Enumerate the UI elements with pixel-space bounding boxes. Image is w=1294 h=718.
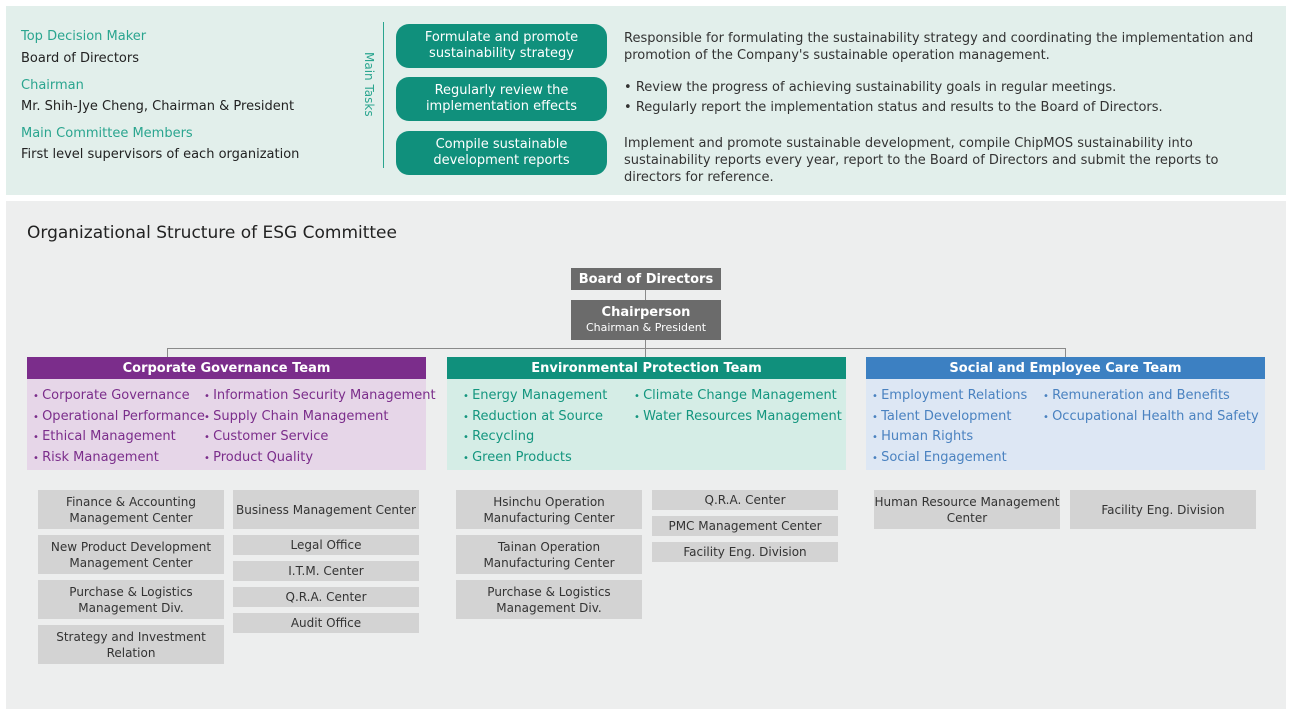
chairman-label: Chairman (21, 78, 84, 93)
chairperson-box: Chairperson Chairman & President (571, 300, 721, 340)
governance-team-header: Corporate Governance Team (27, 357, 426, 379)
unit-box: Finance & Accounting Management Center (38, 490, 224, 529)
environment-team-topics: Energy Management Reduction at Source Re… (447, 379, 846, 470)
task-pill-review: Regularly review the implementation effe… (396, 77, 607, 121)
connector-line (167, 348, 1065, 349)
unit-box: Legal Office (233, 535, 419, 555)
connector-line (645, 340, 646, 349)
topic-item: Recycling (463, 429, 534, 444)
connector-line (645, 290, 646, 300)
topic-item: Remuneration and Benefits (1043, 388, 1230, 403)
members-value: First level supervisors of each organiza… (21, 147, 300, 162)
topic-item: Energy Management (463, 388, 607, 403)
top-decision-maker-value: Board of Directors (21, 51, 139, 66)
task-desc-review: Review the progress of achieving sustain… (624, 79, 1264, 119)
unit-box: Q.R.A. Center (652, 490, 838, 510)
task-desc-report: Implement and promote sustainable develo… (624, 136, 1219, 185)
governance-team-topics: Corporate Governance Operational Perform… (27, 379, 436, 470)
connector-line (167, 348, 168, 357)
chairman-value: Mr. Shih-Jye Cheng, Chairman & President (21, 99, 295, 114)
unit-box: Q.R.A. Center (233, 587, 419, 607)
topic-item: Product Quality (204, 450, 313, 465)
task-desc-strategy: Responsible for formulating the sustaina… (624, 31, 1254, 63)
unit-box: PMC Management Center (652, 516, 838, 536)
topic-item: Water Resources Management (634, 409, 842, 424)
unit-box: Purchase & Logistics Management Div. (456, 580, 642, 619)
unit-box: Facility Eng. Division (652, 542, 838, 562)
unit-box: Hsinchu Operation Manufacturing Center (456, 490, 642, 529)
connector-line (1065, 348, 1066, 357)
topic-item: Human Rights (872, 429, 973, 444)
topic-item: Reduction at Source (463, 409, 603, 424)
social-team-header: Social and Employee Care Team (866, 357, 1265, 379)
task-bullet: Regularly report the implementation stat… (624, 99, 1264, 116)
topic-item: Information Security Management (204, 388, 436, 403)
unit-box: Purchase & Logistics Management Div. (38, 580, 224, 619)
topic-item: Employment Relations (872, 388, 1027, 403)
main-tasks-label: Main Tasks (362, 52, 376, 117)
org-structure-title: Organizational Structure of ESG Committe… (27, 223, 397, 243)
topic-item: Operational Performance (33, 409, 205, 424)
unit-box: I.T.M. Center (233, 561, 419, 581)
topic-item: Climate Change Management (634, 388, 837, 403)
divider-line (383, 22, 384, 168)
connector-line (645, 348, 646, 357)
unit-box: Business Management Center (233, 490, 419, 529)
topic-item: Ethical Management (33, 429, 176, 444)
unit-box: Audit Office (233, 613, 419, 633)
unit-box: Human Resource Management Center (874, 490, 1060, 529)
board-of-directors-box: Board of Directors (571, 268, 721, 290)
unit-box: Tainan Operation Manufacturing Center (456, 535, 642, 574)
topic-item: Occupational Health and Safety (1043, 409, 1259, 424)
topic-item: Customer Service (204, 429, 328, 444)
topic-item: Talent Development (872, 409, 1011, 424)
environment-team-header: Environmental Protection Team (447, 357, 846, 379)
topic-item: Social Engagement (872, 450, 1007, 465)
members-label: Main Committee Members (21, 126, 193, 141)
top-decision-maker-label: Top Decision Maker (21, 29, 147, 44)
task-bullet: Review the progress of achieving sustain… (624, 79, 1264, 96)
task-pill-report: Compile sustainable development reports (396, 131, 607, 175)
topic-item: Supply Chain Management (204, 409, 388, 424)
unit-box: Facility Eng. Division (1070, 490, 1256, 529)
topic-item: Risk Management (33, 450, 159, 465)
topic-item: Green Products (463, 450, 572, 465)
unit-box: New Product Development Management Cente… (38, 535, 224, 574)
unit-box: Strategy and Investment Relation (38, 625, 224, 664)
topic-item: Corporate Governance (33, 388, 190, 403)
task-pill-strategy: Formulate and promote sustainability str… (396, 24, 607, 68)
social-team-topics: Employment Relations Talent Development … (866, 379, 1265, 470)
chairperson-title: Chairperson (601, 305, 691, 320)
chairperson-subtitle: Chairman & President (585, 321, 707, 334)
